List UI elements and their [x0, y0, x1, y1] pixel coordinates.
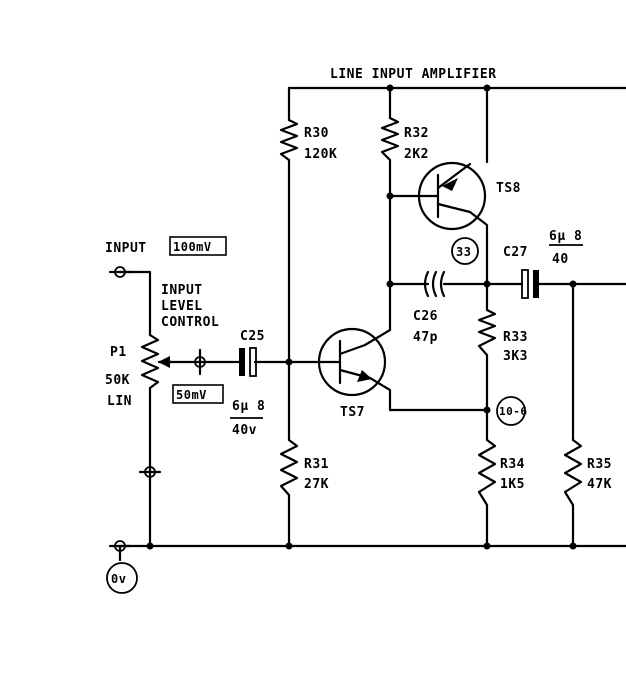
r32-ref-label: R32 [404, 126, 429, 141]
capacitor-c26 [423, 270, 446, 298]
resistor-r34 [477, 438, 497, 507]
input-label: INPUT [105, 241, 147, 256]
c27-value-top: 6µ 8 [549, 229, 582, 244]
resistor-r33 [477, 308, 497, 357]
r31-ref-label: R31 [304, 457, 329, 472]
control-label-line2: LEVEL [161, 299, 203, 314]
resistor-r35 [563, 438, 583, 507]
test-point-33-circle [451, 237, 479, 265]
capacitor-c27 [521, 269, 539, 299]
transistor-ts7 [317, 327, 387, 397]
wiper-level-box [172, 384, 224, 404]
control-label-line3: CONTROL [161, 315, 219, 330]
c25-ref-label: C25 [240, 329, 265, 344]
input-terminal [108, 266, 132, 278]
c27-value-bottom: 40 [552, 252, 569, 267]
test-point-33-label: 33 [456, 245, 471, 259]
wiring [118, 86, 626, 548]
capacitor-c25 [239, 347, 257, 377]
input-level-box [169, 236, 227, 256]
potentiometer-p1 [140, 333, 174, 390]
r30-value-label: 120K [304, 147, 337, 162]
r35-value-label: 47K [587, 477, 612, 492]
transistor-ts8 [415, 161, 487, 231]
r32-value-label: 2K2 [404, 147, 429, 162]
p1-ref-label: P1 [110, 345, 127, 360]
wiper-level-label: 50mV [176, 388, 207, 402]
test-point-10-6-circle [496, 396, 526, 426]
schematic-title: LINE INPUT AMPLIFIER [330, 67, 497, 82]
c26-ref-label: C26 [413, 309, 438, 324]
input-level-label: 100mV [173, 240, 212, 254]
lower-test-node [138, 466, 162, 478]
ground-label-circle [106, 562, 138, 594]
ground-label: 0v [111, 572, 126, 586]
c25-value-bottom: 40v [232, 423, 257, 438]
c25-value-top: 6µ 8 [232, 399, 265, 414]
c27-ref-label: C27 [503, 245, 528, 260]
r35-ref-label: R35 [587, 457, 612, 472]
junctions [146, 84, 577, 550]
control-label-line1: INPUT [161, 283, 203, 298]
r33-ref-label: R33 [503, 330, 528, 345]
p1-value-label: 50K [105, 373, 130, 388]
p1-taper-label: LIN [107, 394, 132, 409]
ts8-ref-label: TS8 [496, 181, 521, 196]
r33-value-label: 3K3 [503, 349, 528, 364]
c26-value-label: 47p [413, 330, 438, 345]
test-point-10-6-label: 10-6 [499, 405, 528, 418]
ground-terminal [108, 540, 132, 562]
r34-ref-label: R34 [500, 457, 525, 472]
r31-value-label: 27K [304, 477, 329, 492]
ts7-ref-label: TS7 [340, 405, 365, 420]
r30-ref-label: R30 [304, 126, 329, 141]
wiper-test-node [194, 348, 206, 376]
r34-value-label: 1K5 [500, 477, 525, 492]
resistor-r32 [380, 116, 400, 162]
resistor-r31 [279, 438, 299, 497]
resistor-r30 [279, 118, 299, 162]
